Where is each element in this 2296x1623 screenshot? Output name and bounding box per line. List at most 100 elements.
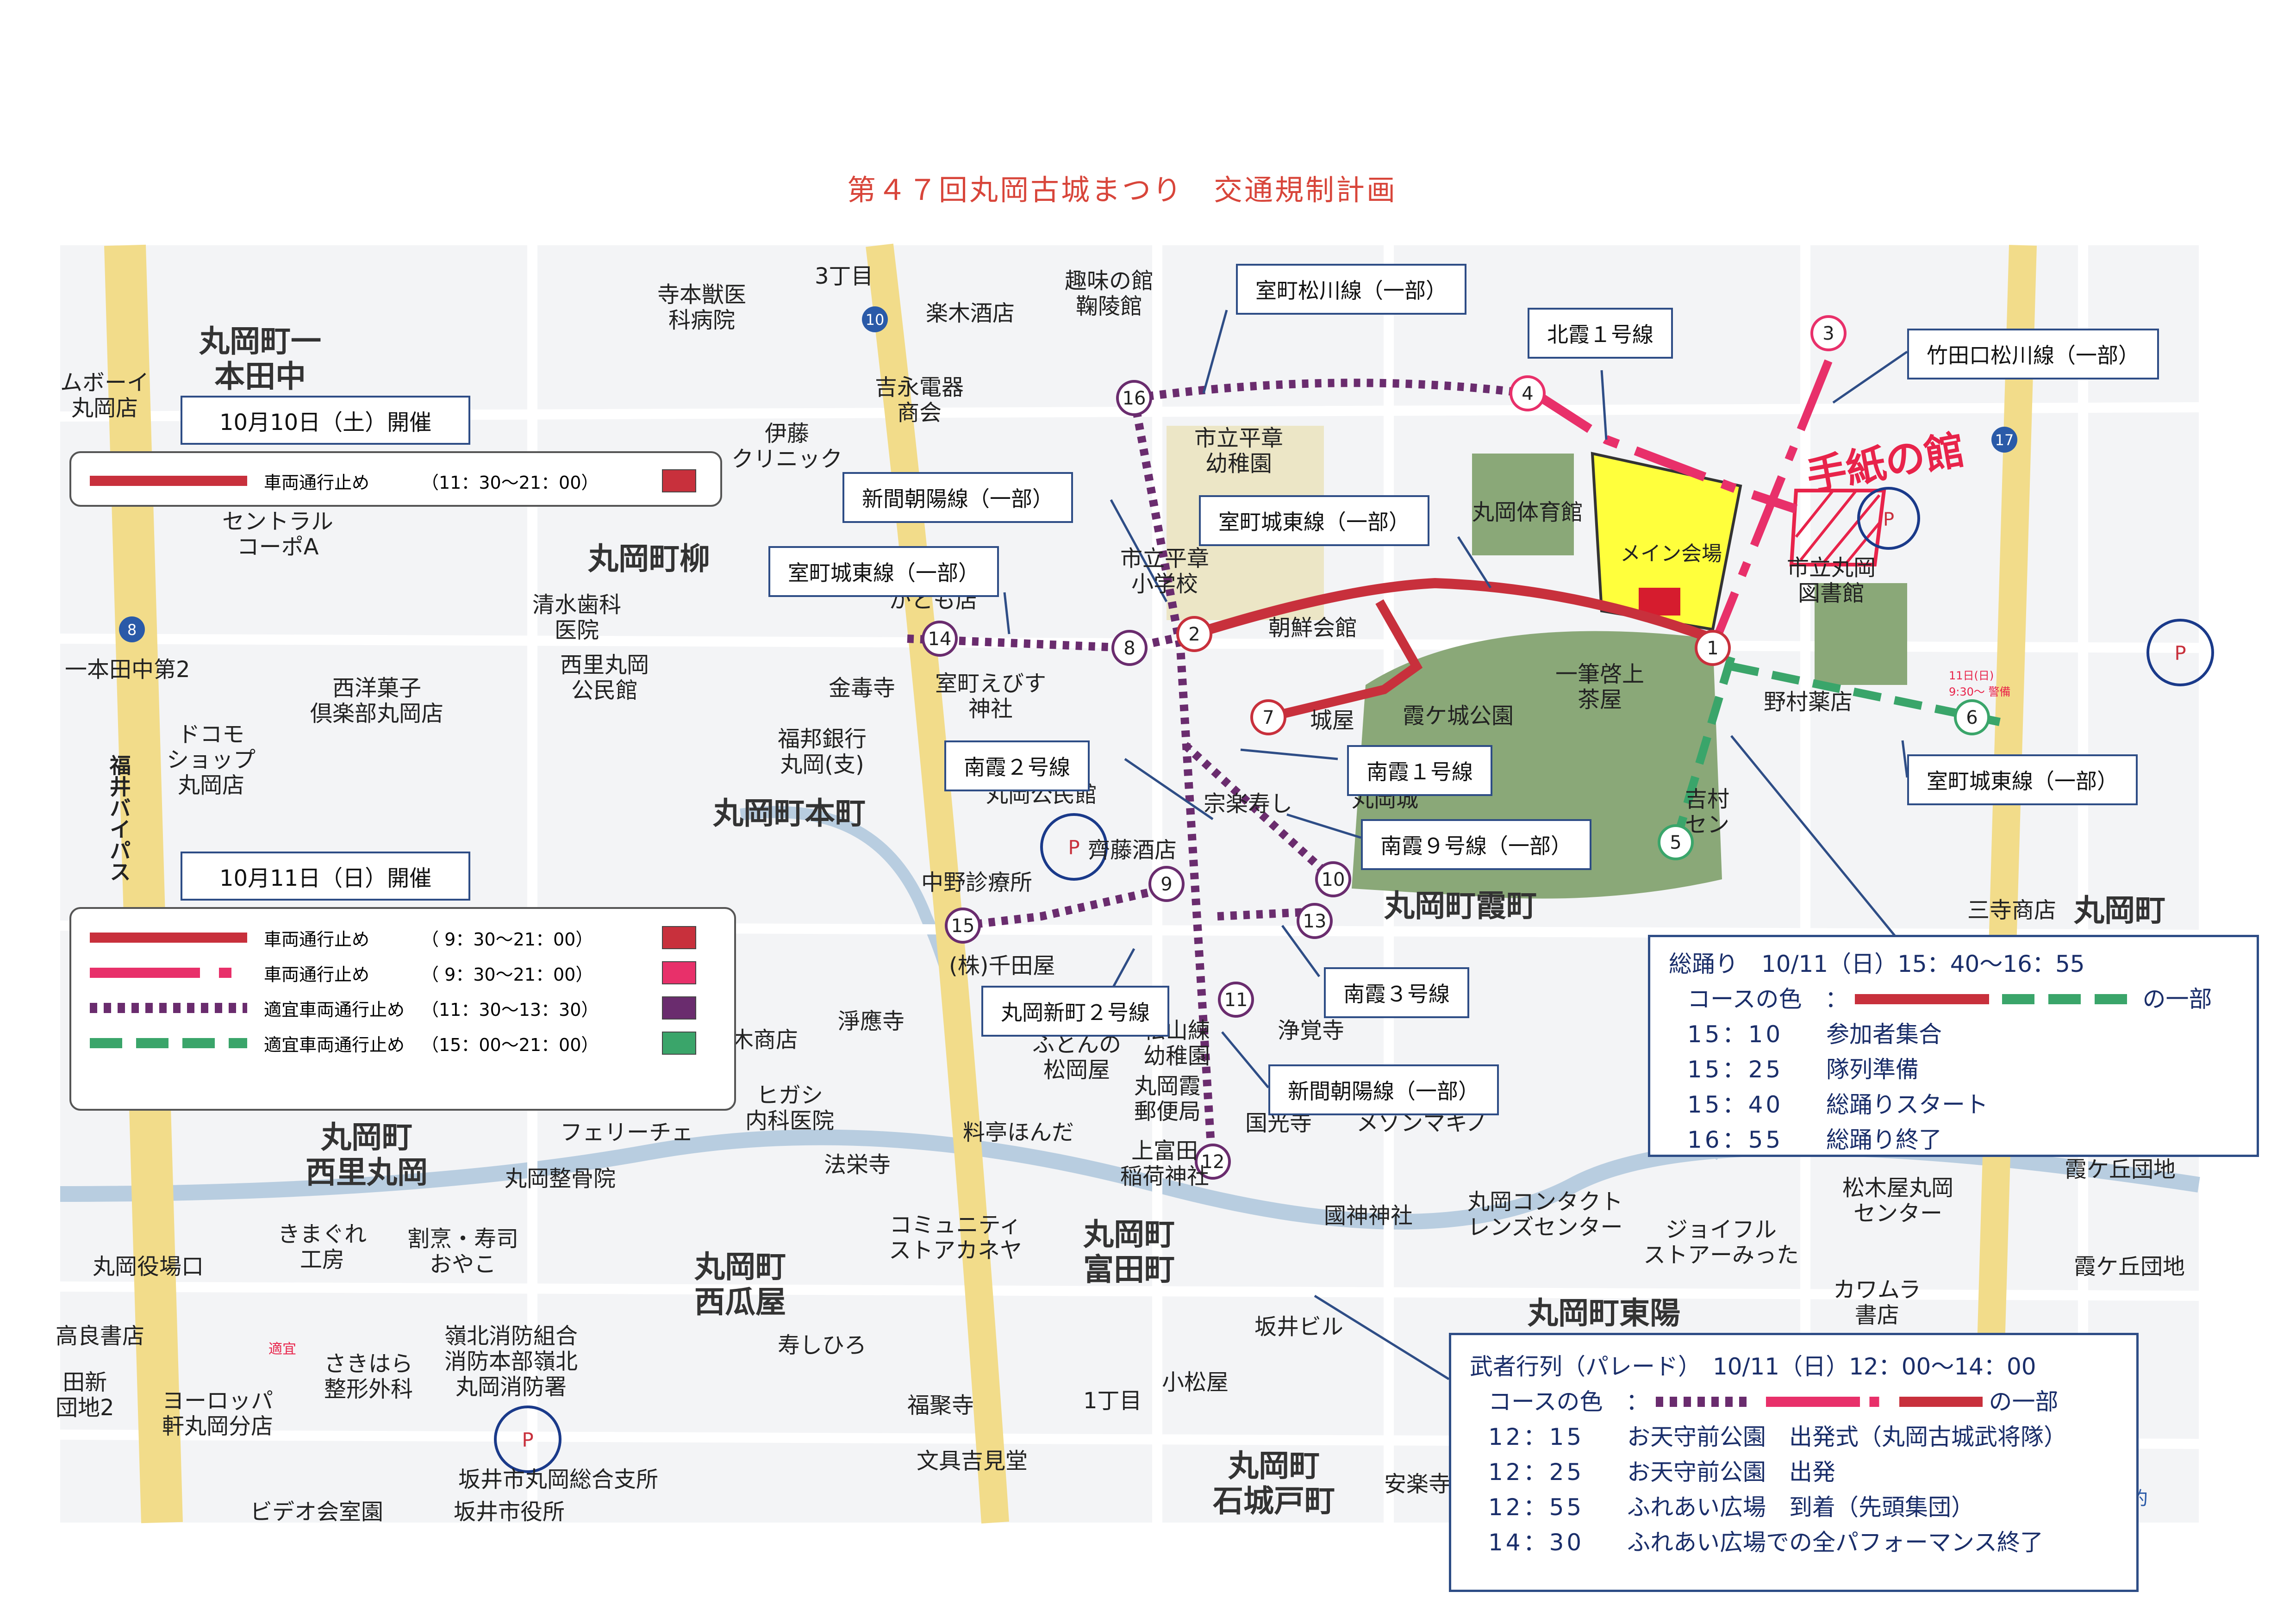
svg-text:P: P <box>1068 836 1079 859</box>
control-point-4[interactable]: 4 <box>1510 375 1546 411</box>
parade-info: 武者行列（パレード） 10/11（日）12：00～14：00 コースの色 ： の… <box>1449 1333 2139 1592</box>
control-point-6[interactable]: 6 <box>1954 699 1990 735</box>
handwritten-note: 11日(日) 9:30～ 警備 <box>1949 669 2011 698</box>
poi-label: 丸岡整骨院 <box>505 1166 616 1192</box>
route-solid-red[interactable] <box>1267 599 1423 722</box>
control-point-number: 8 <box>1123 638 1135 659</box>
poi-label: 小松屋 <box>1162 1369 1229 1395</box>
parking-marker[interactable]: P <box>1857 487 1920 550</box>
poi-label: 清水歯科 医院 <box>532 592 622 644</box>
souodori-heading: 総踊り 10/11（日）15：40～16：55 <box>1669 951 2085 977</box>
poi-label: 丸岡役場口 <box>93 1254 204 1280</box>
poi-label: 寺本獣医 科病院 <box>657 282 747 334</box>
parking-marker[interactable]: P <box>1040 813 1108 881</box>
control-point-5[interactable]: 5 <box>1658 824 1694 860</box>
poi-label: さきはら 整形外科 <box>324 1351 413 1403</box>
poi-label: 野村薬店 <box>1764 689 1853 715</box>
poi-label: 坂井市役所 <box>454 1499 565 1525</box>
area-label: 丸岡町 西瓜屋 <box>694 1249 786 1320</box>
control-point-9[interactable]: 9 <box>1148 866 1185 902</box>
library-area <box>1815 583 1907 685</box>
legend-label: 車両通行止め <box>264 964 370 985</box>
control-point-11[interactable]: 11 <box>1218 982 1254 1018</box>
course-seg-purple <box>1655 1397 1753 1407</box>
area-label: 丸岡町 <box>2074 892 2165 928</box>
poi-label: 田新 団地2 <box>56 1369 114 1421</box>
poi-label: ふとんの 松岡屋 <box>1032 1032 1122 1083</box>
poi-label: 市立平章 幼稚園 <box>1194 425 1284 477</box>
parking-marker[interactable]: P <box>494 1405 562 1473</box>
area-label: 丸岡町本町 <box>713 795 866 831</box>
poi-label: ドコモ ショップ 丸岡店 <box>167 721 256 799</box>
legend-line-dashdot <box>90 968 247 978</box>
hatch-lines <box>1795 490 1881 563</box>
control-point-10[interactable]: 10 <box>1315 861 1351 897</box>
control-point-15[interactable]: 15 <box>945 908 981 944</box>
control-point-14[interactable]: 14 <box>922 621 958 657</box>
control-point-1[interactable]: 1 <box>1695 630 1731 666</box>
area-label: 丸岡町東陽 <box>1528 1295 1680 1331</box>
legend-row: 車両通行止め （ 9：30～21：00） <box>90 955 716 990</box>
poi-label: 城屋 <box>1310 708 1355 734</box>
route-label: 南霞９号線（一部） <box>1361 819 1591 870</box>
area-label: 丸岡町霞町 <box>1384 888 1537 924</box>
area-label: 丸岡町柳 <box>588 541 710 577</box>
poi-label: 齊藤酒店 <box>1088 837 1177 863</box>
poi-label: 中野診療所 <box>921 870 1033 895</box>
control-point-3[interactable]: 3 <box>1810 315 1847 351</box>
route-label: 室町城東線（一部） <box>1199 495 1429 546</box>
route-green[interactable] <box>1672 656 1735 844</box>
legend-row: 車両通行止め （ 9：30～21：00） <box>90 920 716 955</box>
poi-label: 法栄寺 <box>824 1152 891 1178</box>
legend-time: （11：30～21：00） <box>421 472 599 493</box>
legend-swatch <box>662 996 696 1020</box>
legend-swatch <box>662 1032 696 1055</box>
poi-label: 丸岡体育館 <box>1472 499 1584 525</box>
control-point-12[interactable]: 12 <box>1195 1144 1231 1180</box>
svg-text:10: 10 <box>866 311 885 329</box>
venue-label: メイン会場 <box>1620 542 1722 566</box>
control-point-number: 13 <box>1303 911 1327 932</box>
legend-time: （15：00～21：00） <box>421 1034 599 1055</box>
poi-label: 朝鮮会館 <box>1268 615 1358 641</box>
poi-label: 西里丸岡 公民館 <box>560 652 649 704</box>
route-shield-10: 10 <box>862 306 888 332</box>
poi-label: ジョイフル ストアーみった <box>1643 1217 1799 1269</box>
control-point-13[interactable]: 13 <box>1297 903 1333 939</box>
route-solid-red[interactable] <box>1192 578 1715 644</box>
poi-label: 國神神社 <box>1324 1203 1413 1229</box>
poi-label: (株)千田屋 <box>949 953 1055 979</box>
route-pink[interactable] <box>1709 359 1833 650</box>
control-point-2[interactable]: 2 <box>1176 616 1212 652</box>
route-purple[interactable] <box>1217 908 1315 920</box>
page-title: 第４７回丸岡古城まつり 交通規制計画 <box>847 173 1398 207</box>
poi-label: 福聚寺 <box>907 1393 974 1418</box>
control-point-number: 10 <box>1322 869 1345 890</box>
route-label: 新間朝陽線（一部） <box>842 472 1073 523</box>
legend-time: （11：30～13：30） <box>421 999 599 1020</box>
poi-label: 丸岡霞 郵便局 <box>1134 1073 1201 1125</box>
route-purple[interactable] <box>962 884 1167 930</box>
control-point-16[interactable]: 16 <box>1116 380 1152 416</box>
poi-label: 淨應寺 <box>838 1008 905 1034</box>
route-purple[interactable] <box>1133 379 1529 402</box>
poi-label: 文具吉見堂 <box>917 1448 1028 1474</box>
parking-marker[interactable]: P <box>2146 619 2214 686</box>
control-point-7[interactable]: 7 <box>1250 699 1286 735</box>
control-point-8[interactable]: 8 <box>1111 630 1148 666</box>
poi-label: 金毒寺 <box>829 675 896 701</box>
control-point-number: 7 <box>1262 707 1274 728</box>
poi-label: コミュニティ ストアカネヤ <box>889 1212 1023 1264</box>
legend-row: 車両通行止め （11：30～21：00） <box>90 463 702 498</box>
poi-label: 木商店 <box>731 1027 799 1053</box>
gym-area <box>1472 454 1574 555</box>
poi-label: 割烹・寿司 おやこ <box>407 1226 519 1278</box>
control-point-number: 4 <box>1522 383 1533 404</box>
area-label: 丸岡町一 本田中 <box>199 323 321 394</box>
course-seg-red <box>1854 994 1989 1004</box>
control-point-number: 16 <box>1123 388 1146 409</box>
poi-label: 上富田 稲荷神社 <box>1120 1138 1210 1190</box>
